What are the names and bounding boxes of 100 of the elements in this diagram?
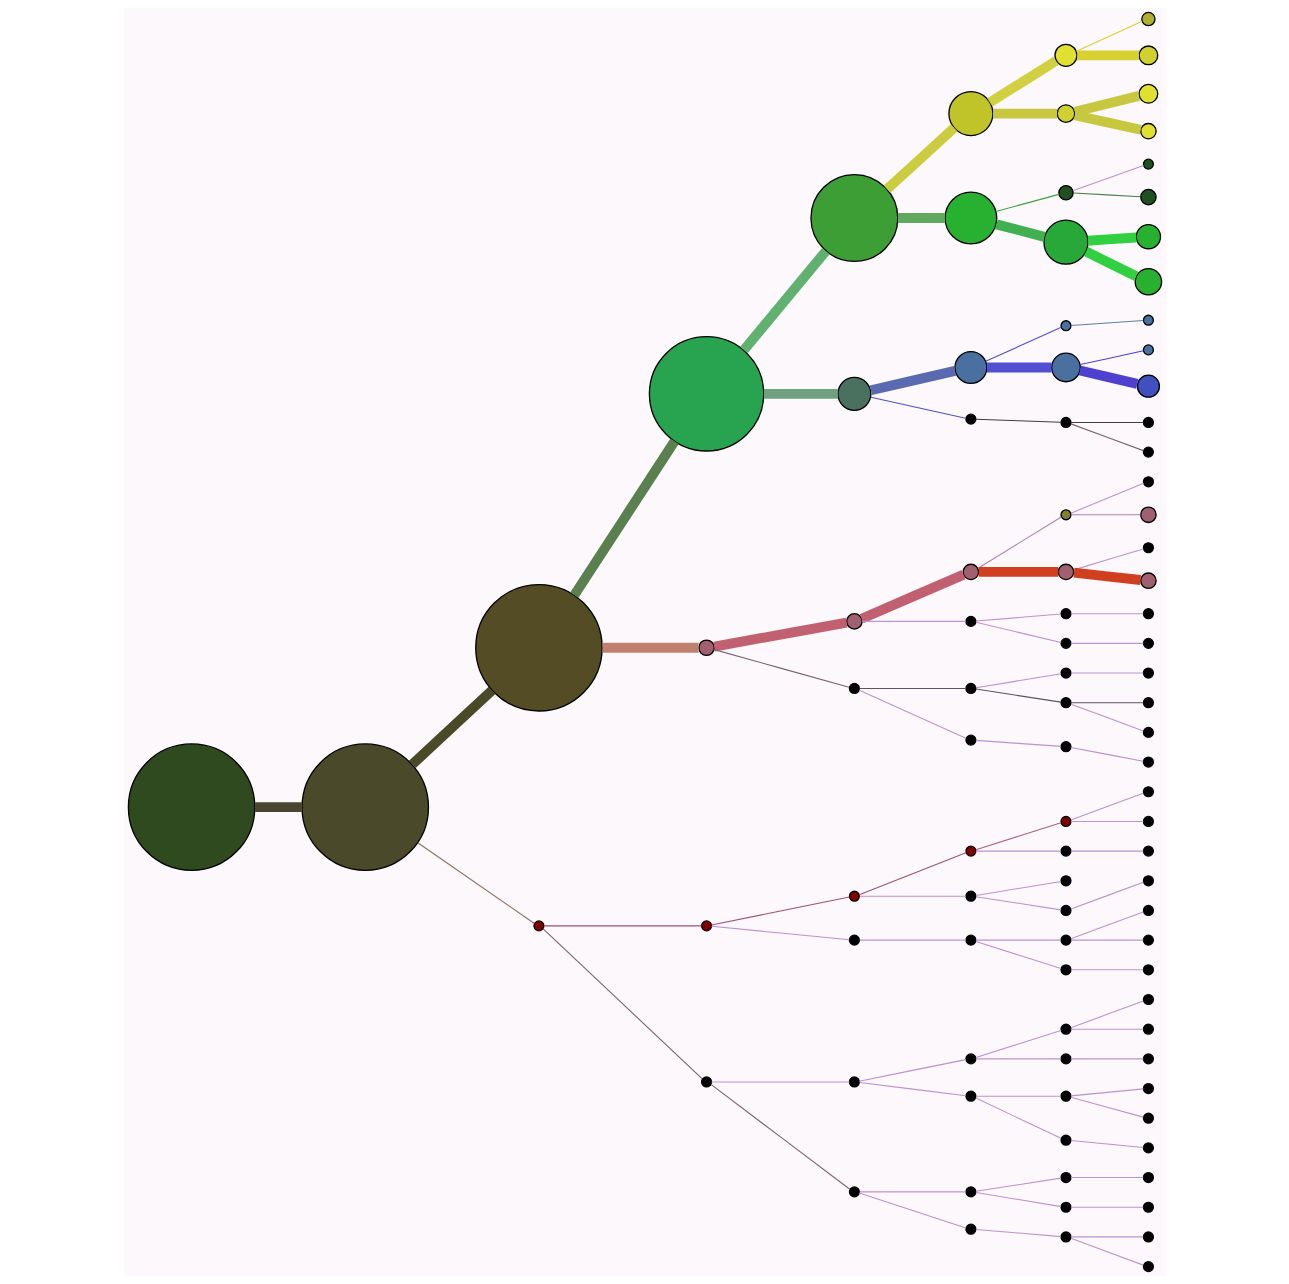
- node-circle: [964, 845, 976, 857]
- connector: [974, 739, 1062, 747]
- connector: [858, 895, 966, 897]
- connector: [974, 418, 1062, 423]
- connector: [861, 620, 966, 622]
- node-circle: [1142, 476, 1154, 488]
- node-circle: [1059, 320, 1072, 332]
- connector: [1069, 911, 1144, 940]
- connector: [869, 396, 966, 419]
- node-circle: [1059, 741, 1072, 753]
- connector: [974, 822, 1062, 851]
- connector: [1069, 850, 1144, 852]
- connector: [416, 842, 535, 924]
- node-circle: [1142, 416, 1154, 429]
- node-circle: [1059, 845, 1072, 857]
- connector: [710, 1084, 850, 1190]
- node-circle: [1142, 314, 1154, 326]
- node-circle: [532, 920, 545, 932]
- connector: [1069, 1140, 1144, 1149]
- node-circle: [1059, 416, 1072, 429]
- node-circle: [1059, 1231, 1072, 1243]
- node-circle: [1142, 934, 1154, 946]
- connector: [858, 1081, 966, 1097]
- node-circle: [1142, 1201, 1154, 1213]
- connector: [1069, 1237, 1144, 1266]
- node-circle: [1142, 608, 1154, 620]
- connector: [1069, 1000, 1144, 1029]
- node-circle: [1135, 223, 1161, 250]
- node-circle: [648, 336, 764, 452]
- connector: [974, 1229, 1062, 1238]
- connector: [974, 940, 1062, 970]
- node-circle: [1059, 904, 1072, 917]
- connector: [763, 388, 838, 399]
- node-circle: [1142, 446, 1154, 458]
- connector: [984, 326, 1062, 362]
- connector: [1069, 514, 1141, 516]
- connector: [974, 1095, 1062, 1097]
- node-circle: [1059, 637, 1072, 649]
- connector: [1072, 192, 1141, 198]
- node-circle: [836, 376, 872, 411]
- node-circle: [1142, 993, 1154, 1006]
- node-circle: [1137, 45, 1158, 66]
- node-circle: [1137, 83, 1158, 104]
- connector: [1076, 50, 1139, 61]
- connector: [858, 1191, 966, 1193]
- connector: [1087, 232, 1137, 246]
- connector: [710, 1081, 850, 1083]
- connector: [1078, 365, 1138, 389]
- node-circle: [1059, 1053, 1072, 1065]
- node-circle: [1059, 667, 1072, 679]
- node-circle: [1059, 1201, 1072, 1213]
- node-circle: [1142, 1231, 1154, 1243]
- connector: [992, 108, 1057, 119]
- node-circle: [300, 743, 429, 871]
- connector: [974, 1097, 1062, 1139]
- connector: [869, 366, 956, 396]
- connector: [1069, 613, 1144, 615]
- connector: [1083, 247, 1138, 281]
- connector: [858, 1059, 966, 1082]
- connector: [883, 124, 957, 193]
- connector: [974, 1191, 1062, 1208]
- node-circle: [1059, 697, 1072, 709]
- connector: [1069, 423, 1144, 452]
- connector: [974, 896, 1062, 911]
- connector: [1071, 164, 1144, 192]
- connector: [1069, 1058, 1144, 1060]
- connector: [1069, 672, 1144, 674]
- connector: [1069, 792, 1144, 821]
- connector: [542, 928, 703, 1080]
- node-circle: [848, 934, 860, 946]
- node-circle: [962, 563, 979, 581]
- node-circle: [1134, 267, 1162, 296]
- connector: [974, 880, 1062, 897]
- node-circle: [845, 613, 863, 630]
- connector: [858, 1192, 966, 1229]
- node-circle: [1142, 875, 1154, 887]
- node-circle: [1059, 608, 1072, 620]
- connector: [859, 570, 966, 624]
- node-circle: [697, 639, 715, 657]
- node-circle: [1042, 219, 1089, 265]
- connector: [408, 686, 495, 769]
- node-circle: [1059, 815, 1072, 828]
- connector: [974, 688, 1062, 703]
- connector: [974, 613, 1062, 622]
- connector: [1072, 567, 1141, 585]
- connector: [974, 850, 1062, 852]
- node-circle: [1142, 1261, 1154, 1273]
- connector: [858, 689, 966, 739]
- node-circle: [1142, 815, 1154, 828]
- connector: [1069, 1206, 1144, 1208]
- connector: [977, 516, 1062, 569]
- node-circle: [1139, 572, 1157, 590]
- node-circle: [1059, 875, 1072, 887]
- connector: [713, 649, 850, 688]
- node-circle: [1142, 845, 1154, 857]
- node-circle: [1142, 158, 1154, 170]
- connector: [1069, 1096, 1144, 1118]
- node-circle: [1142, 542, 1154, 554]
- node-circle: [700, 920, 712, 932]
- node-circle: [1059, 1171, 1072, 1184]
